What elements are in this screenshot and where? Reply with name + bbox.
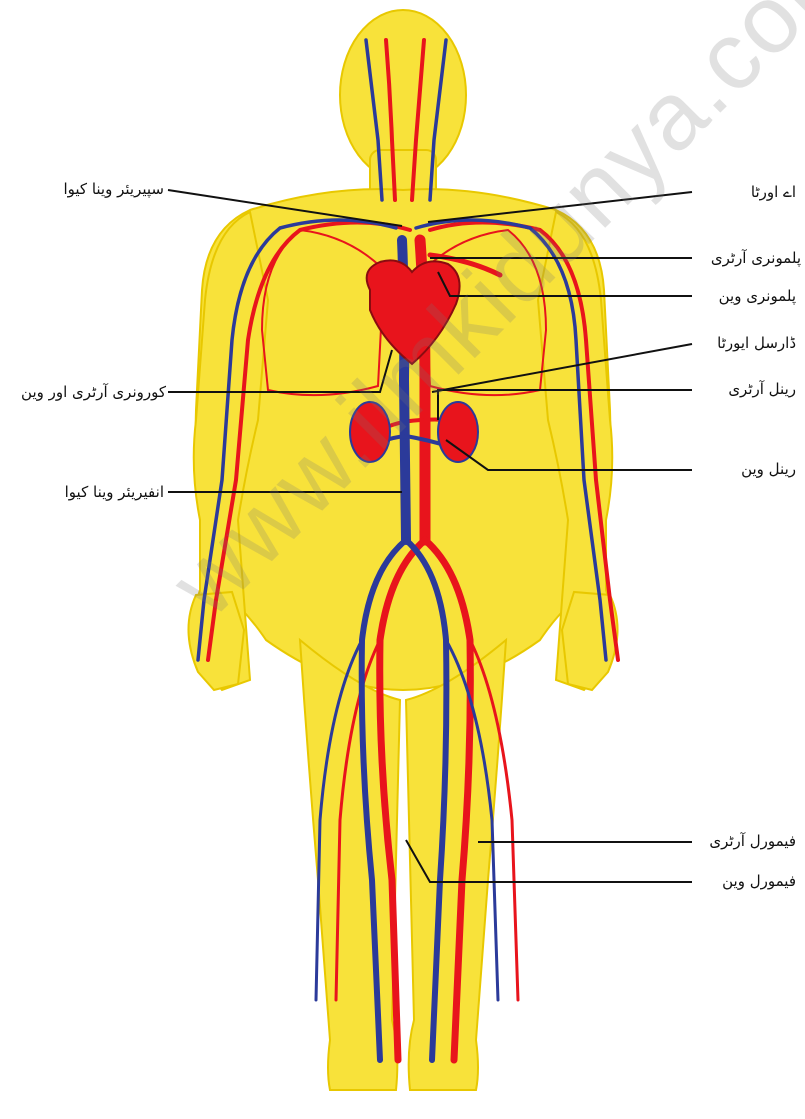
body-silhouette — [188, 10, 617, 1090]
label-femoral-artery: فیمورل آرٹری — [696, 832, 796, 850]
label-femoral-vein: فیمورل وین — [696, 872, 796, 890]
label-renal-artery: رینل آرٹری — [696, 380, 796, 398]
label-pulmonary-artery: پلمونری آرٹری — [696, 249, 801, 267]
label-superior-vena-cava: سپیریئر وینا کیوا — [14, 180, 164, 198]
label-inferior-vena-cava: انفیریئر وینا کیوا — [14, 483, 164, 501]
label-dorsal-aorta: ڈارسل ایورٹا — [696, 334, 796, 352]
label-aorta: اے اورٹا — [696, 183, 796, 201]
label-renal-vein: رینل وین — [696, 460, 796, 478]
label-coronary-artery-vein: کورونری آرٹری اور وین — [2, 383, 166, 401]
label-pulmonary-vein: پلمونری وین — [696, 287, 796, 305]
